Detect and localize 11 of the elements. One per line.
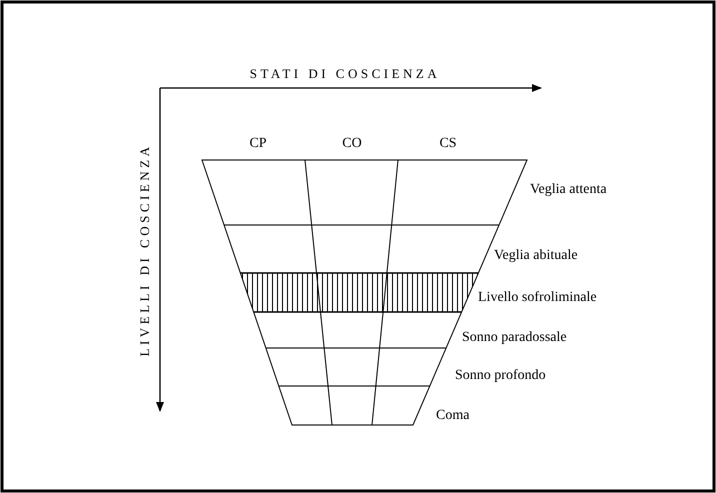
column-header: CS [439,136,457,152]
row-label: Sonno paradossale [462,330,567,346]
row-label: Sonno profondo [455,368,546,384]
axis-title: STATI DI COSCIENZA [250,66,440,82]
column-header: CO [342,136,362,152]
axis-title: LIVELLI DI COSCIENZA [137,144,153,356]
column-header: CP [249,136,267,152]
row-label: Veglia abituale [494,248,578,264]
row-label: Coma [436,408,470,424]
row-label: Veglia attenta [530,182,607,198]
row-label: Livello sofroliminale [478,290,597,306]
